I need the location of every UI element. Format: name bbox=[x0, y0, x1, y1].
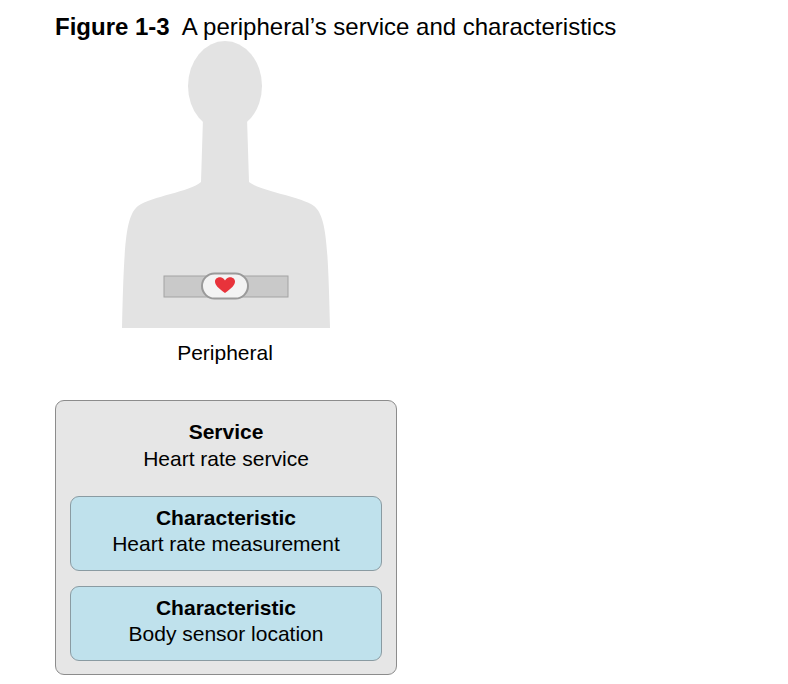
characteristic-box: CharacteristicHeart rate measurement bbox=[70, 496, 382, 571]
person-silhouette bbox=[122, 41, 330, 328]
box-heading: Characteristic bbox=[71, 505, 381, 531]
box-body: Heart rate service bbox=[56, 446, 396, 472]
box-body: Body sensor location bbox=[71, 621, 381, 647]
head bbox=[188, 41, 262, 131]
service-box: ServiceHeart rate serviceCharacteristicH… bbox=[55, 400, 397, 675]
device-label: Peripheral bbox=[177, 340, 273, 366]
figure-title: Figure 1-3 A peripheral’s service and ch… bbox=[55, 12, 616, 41]
chest-strap bbox=[164, 274, 288, 299]
sensor bbox=[202, 274, 248, 299]
characteristic-box: CharacteristicBody sensor location bbox=[70, 586, 382, 661]
torso bbox=[122, 118, 330, 328]
box-heading: Characteristic bbox=[71, 595, 381, 621]
box-heading: Service bbox=[56, 419, 396, 445]
heart-icon bbox=[215, 277, 235, 293]
box-body: Heart rate measurement bbox=[71, 531, 381, 557]
